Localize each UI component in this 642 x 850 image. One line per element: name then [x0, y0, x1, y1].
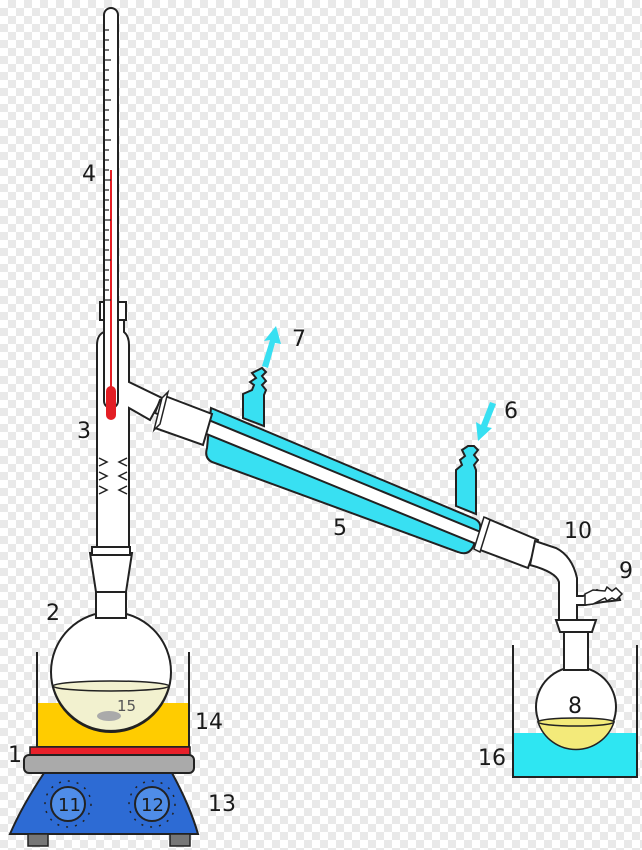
receiving-flask-neck — [563, 629, 589, 671]
still-head — [91, 301, 164, 556]
coolant-out-arrow — [262, 326, 281, 368]
label-9: 9 — [619, 559, 633, 584]
condenser-upper-joint-band — [152, 389, 170, 433]
boiling-chip — [97, 711, 121, 721]
label-12: 12 — [141, 795, 164, 816]
thermometer-scale — [104, 29, 111, 301]
hot-plate-knob-left — [50, 786, 86, 822]
ice-bath-vessel — [512, 645, 638, 778]
hot-plate — [8, 746, 200, 847]
distilling-flask-liquid-surface — [52, 680, 170, 692]
vacuum-adapter — [528, 539, 624, 625]
label-1: 1 — [8, 743, 22, 768]
distilling-flask-liquid — [52, 685, 170, 732]
label-15: 15 — [117, 697, 136, 715]
label-10: 10 — [564, 519, 592, 544]
hot-plate-knob-left-dial — [44, 780, 92, 828]
distilling-flask — [50, 552, 172, 733]
condenser — [152, 366, 540, 570]
hot-plate-foot-right — [169, 833, 191, 847]
vigreux-indentations — [98, 457, 128, 495]
hot-plate-top — [23, 754, 195, 774]
label-13: 13 — [208, 792, 236, 817]
condenser-inlet-nozzle — [455, 445, 480, 516]
thermometer — [103, 7, 119, 420]
coolant-flow-arrows — [262, 326, 496, 441]
vacuum-adapter-body — [528, 539, 622, 625]
hot-plate-knob-right-dial — [128, 780, 176, 828]
component-labels: 1 2 3 4 5 6 7 8 9 10 11 12 13 14 15 16 — [8, 162, 633, 817]
vacuum-adapter-hose — [584, 585, 624, 606]
label-2: 2 — [46, 601, 60, 626]
label-4: 4 — [82, 162, 96, 187]
condenser-outlet-nozzle — [242, 366, 268, 428]
label-3: 3 — [77, 419, 91, 444]
thermometer-capillary — [110, 170, 112, 390]
label-14: 14 — [195, 710, 223, 735]
label-5: 5 — [333, 516, 347, 541]
label-6: 6 — [504, 399, 518, 424]
condenser-lower-joint-band — [473, 515, 491, 554]
label-11: 11 — [58, 795, 81, 816]
still-head-bottom-band — [91, 546, 131, 556]
hot-plate-heating-surface — [29, 746, 191, 756]
receiving-flask-liquid — [536, 721, 616, 751]
distilling-flask-joint — [88, 552, 134, 593]
receiving-flask-joint — [554, 619, 598, 633]
receiving-flask-liquid-surface — [537, 717, 615, 727]
label-7: 7 — [292, 327, 306, 352]
hot-plate-knob-right — [134, 786, 170, 822]
receiving-flask — [535, 619, 617, 751]
hot-plate-foot-left — [27, 833, 49, 847]
label-16: 16 — [478, 746, 506, 771]
thermometer-bulb — [106, 386, 116, 420]
coolant-in-arrow — [476, 402, 496, 441]
label-8: 8 — [568, 694, 582, 719]
